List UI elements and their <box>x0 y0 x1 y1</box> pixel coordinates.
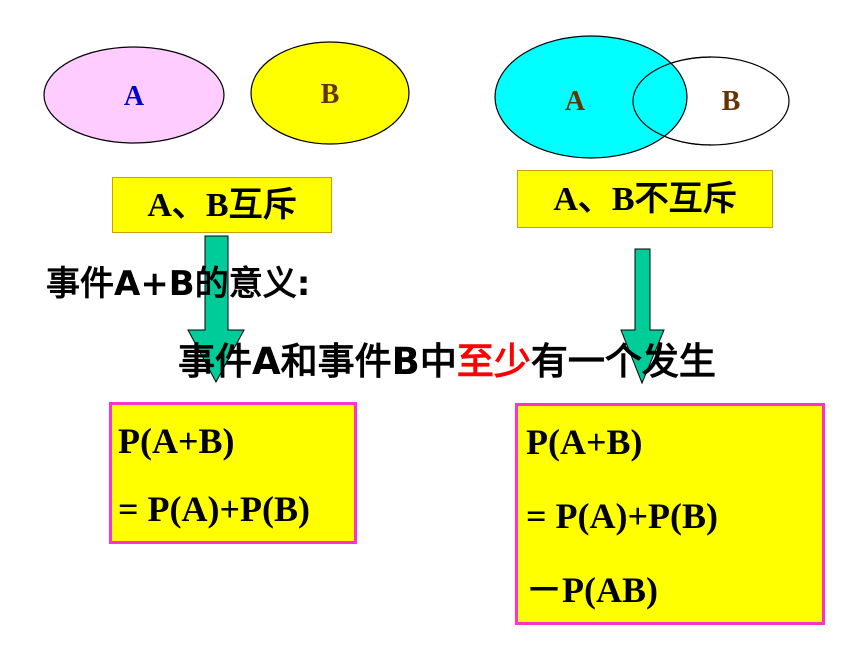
meaning-highlight-at-least: 至少 <box>456 340 531 383</box>
formula-left-line2: = P(A)+P(B) <box>118 489 310 529</box>
formula-left-line1: P(A+B) <box>118 421 235 461</box>
meaning-part1: 事件A和事件B中 <box>178 340 457 383</box>
caption-not-mutually-exclusive-text: A、B不互斥 <box>553 181 737 218</box>
formula-box-left: P(A+B) = P(A)+P(B) <box>109 402 357 544</box>
caption-mutually-exclusive: A、B互斥 <box>112 177 332 233</box>
set-b-ellipse-left <box>250 41 410 145</box>
set-a-label-left: A <box>124 81 145 112</box>
formula-right-line1: P(A+B) <box>526 422 643 462</box>
set-a-ellipse-right <box>494 35 688 159</box>
formula-right-line2: = P(A)+P(B) <box>526 496 718 536</box>
set-b-outline-over-a-lower <box>632 100 712 146</box>
caption-not-mutually-exclusive: A、B不互斥 <box>517 170 773 228</box>
meaning-heading: 事件A+B的意义: <box>46 264 311 304</box>
set-a-label-right: A <box>565 86 586 117</box>
down-arrow-left <box>187 235 245 384</box>
set-a-ellipse-left <box>43 46 225 144</box>
caption-mutually-exclusive-text: A、B互斥 <box>147 187 297 224</box>
set-b-outline-over-a <box>632 56 712 102</box>
set-b-label-left: B <box>321 79 340 110</box>
set-b-label-right: B <box>722 86 741 117</box>
down-arrow-right <box>620 248 665 385</box>
formula-right-line3: －P(AB) <box>526 570 658 610</box>
meaning-part2: 有一个发生 <box>530 340 716 383</box>
meaning-sentence: 事件A和事件B中至少有一个发生 <box>178 338 716 386</box>
formula-box-right: P(A+B) = P(A)+P(B) －P(AB) <box>515 403 825 625</box>
